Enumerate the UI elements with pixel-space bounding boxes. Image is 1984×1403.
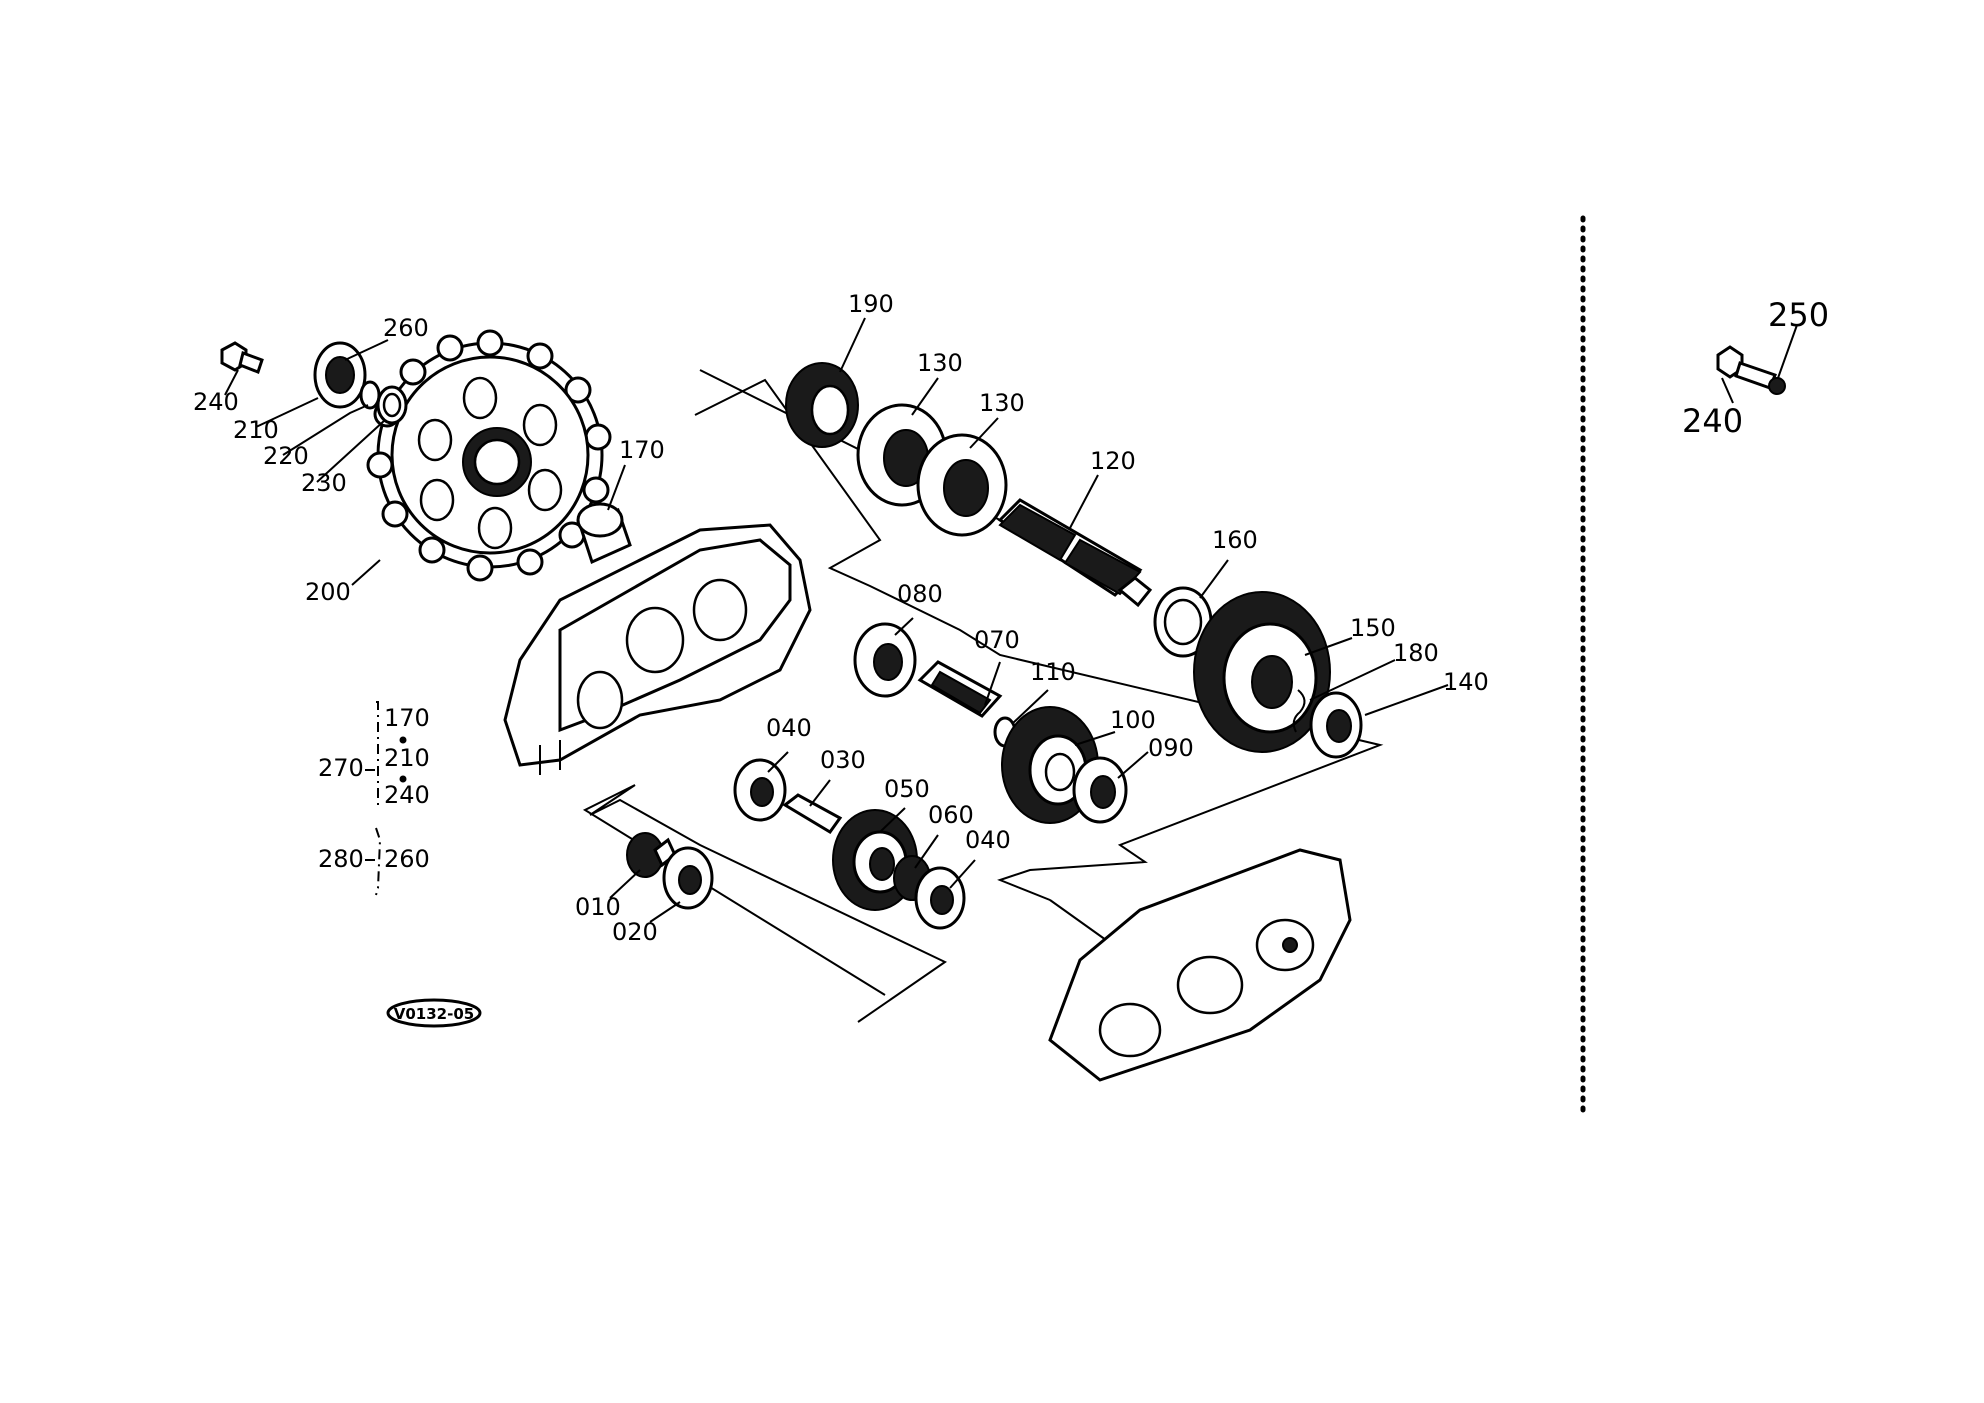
callout-210: 210 — [233, 416, 279, 444]
middle-shaft-assembly — [853, 622, 1128, 824]
callout-190: 190 — [848, 290, 894, 318]
kit-270-label: 270 — [318, 754, 364, 782]
callout-230: 230 — [301, 469, 347, 497]
callout-180: 180 — [1393, 639, 1439, 667]
callout-020: 020 — [612, 918, 658, 946]
assembly-outline — [582, 369, 1384, 1023]
callout-150: 150 — [1350, 614, 1396, 642]
diagram-code-text: V0132-05 — [394, 1005, 474, 1023]
callout-070: 070 — [974, 626, 1020, 654]
kit-270-item-1: 170 — [384, 704, 430, 732]
callout-050: 050 — [884, 775, 930, 803]
kit-280: 280 260 — [318, 827, 430, 896]
upper-shaft-assembly — [785, 362, 1363, 759]
callout-120: 120 — [1090, 447, 1136, 475]
callout-160: 160 — [1212, 526, 1258, 554]
callout-130-a: 130 — [917, 349, 963, 377]
callout-170: 170 — [619, 436, 665, 464]
bushing — [576, 502, 632, 565]
separate-bolt — [1716, 345, 1786, 395]
left-gearbox-housing — [503, 523, 812, 775]
callout-080: 080 — [897, 580, 943, 608]
callout-200: 200 — [305, 578, 351, 606]
callout-260: 260 — [383, 314, 429, 342]
callout-010: 010 — [575, 893, 621, 921]
kit-270-item-3: 240 — [384, 781, 430, 809]
callout-060: 060 — [928, 801, 974, 829]
callout-110: 110 — [1030, 658, 1076, 686]
callout-030: 030 — [820, 746, 866, 774]
leader-lines — [224, 317, 1798, 923]
callout-130-b: 130 — [979, 389, 1025, 417]
callout-040-b: 040 — [965, 826, 1011, 854]
right-gearbox-housing — [1048, 848, 1352, 1082]
kit-270: 270 170 210 240 — [318, 701, 430, 809]
lower-shaft-assembly — [733, 758, 966, 930]
sprocket-fasteners — [220, 341, 408, 425]
input-gear-assembly — [626, 832, 714, 910]
callout-240: 240 — [193, 388, 239, 416]
kit-280-label: 280 — [318, 845, 364, 873]
kit-280-item-1: 260 — [384, 845, 430, 873]
callout-090: 090 — [1148, 734, 1194, 762]
callout-140: 140 — [1443, 668, 1489, 696]
diagram-code-badge: V0132-05 — [386, 998, 482, 1028]
callout-100: 100 — [1110, 706, 1156, 734]
drive-sprocket — [366, 329, 612, 582]
callout-labels: 240 210 220 230 260 200 170 190 130 130 … — [193, 290, 1829, 946]
callout-240-right: 240 — [1682, 402, 1743, 440]
callout-220: 220 — [263, 442, 309, 470]
callout-250: 250 — [1768, 296, 1829, 334]
kit-270-item-2: 210 — [384, 744, 430, 772]
callout-040-a: 040 — [766, 714, 812, 742]
